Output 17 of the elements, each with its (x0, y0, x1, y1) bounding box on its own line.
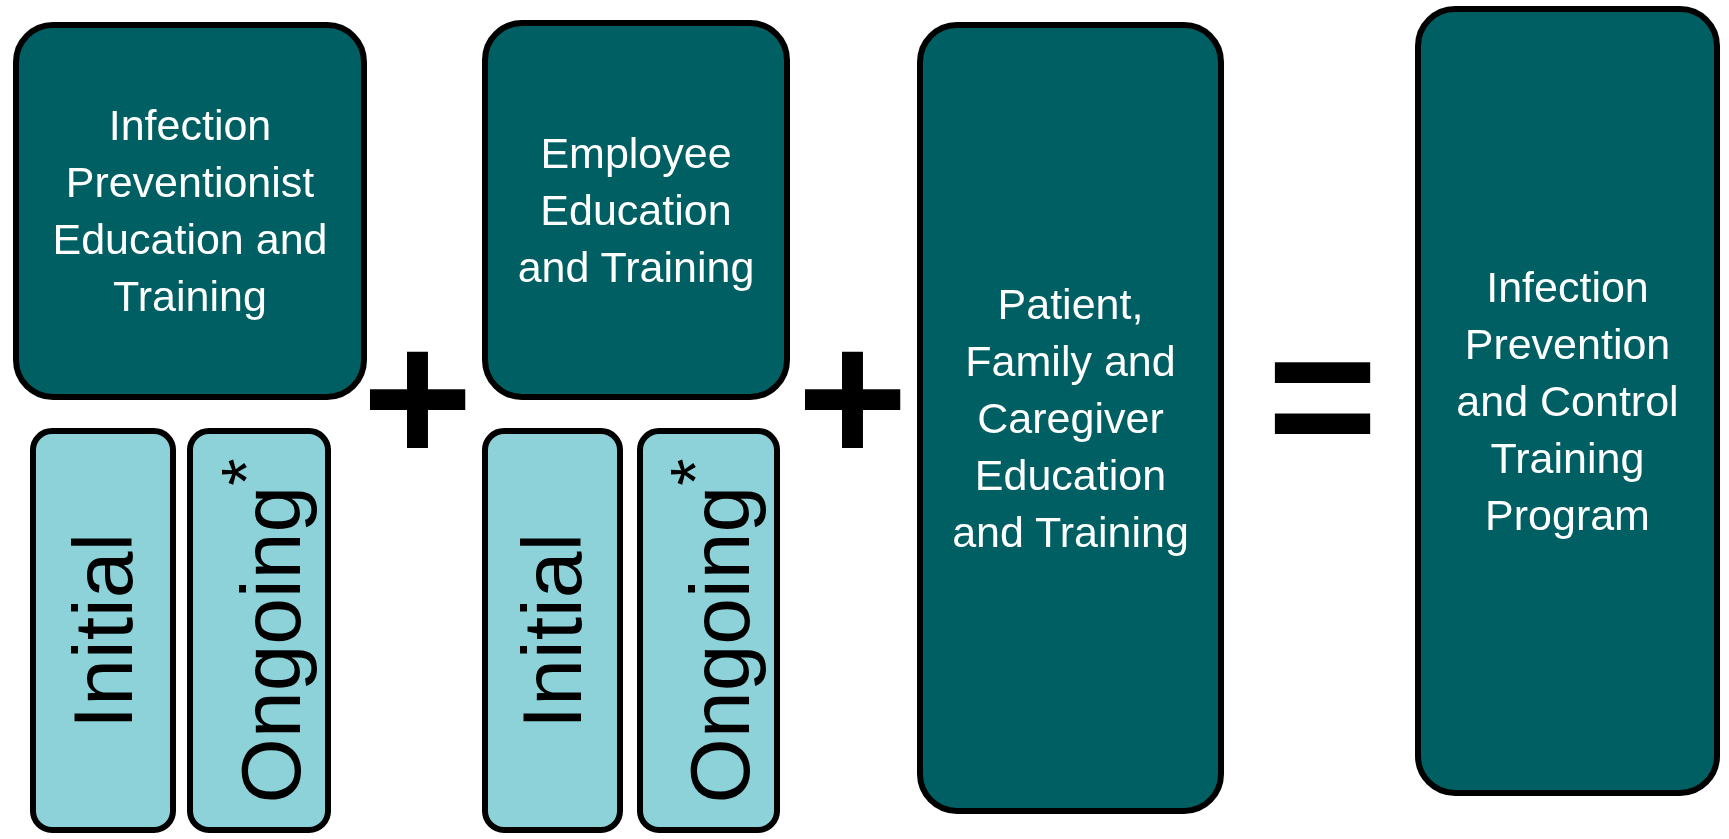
plus-sign: + (796, 322, 909, 472)
phase-box (637, 428, 780, 833)
box-title: Infection Prevention and Control Training Program (1455, 261, 1680, 541)
process-box (1415, 6, 1720, 796)
equals-sign: = (1266, 320, 1379, 470)
phase-box (30, 428, 176, 833)
process-box (13, 22, 367, 400)
phase-label: Initial (58, 532, 148, 729)
box-title: Patient, Family and Caregiver Education and Training (951, 278, 1190, 558)
box-title: Employee Education and Training (516, 127, 756, 293)
plus-sign: + (361, 322, 474, 472)
process-box (482, 20, 790, 400)
phase-box (187, 428, 331, 833)
process-box (917, 22, 1224, 814)
box-title: Infection Preventionist Education and Training (51, 100, 329, 322)
phase-label: Initial (507, 532, 598, 729)
phase-box (482, 428, 623, 833)
